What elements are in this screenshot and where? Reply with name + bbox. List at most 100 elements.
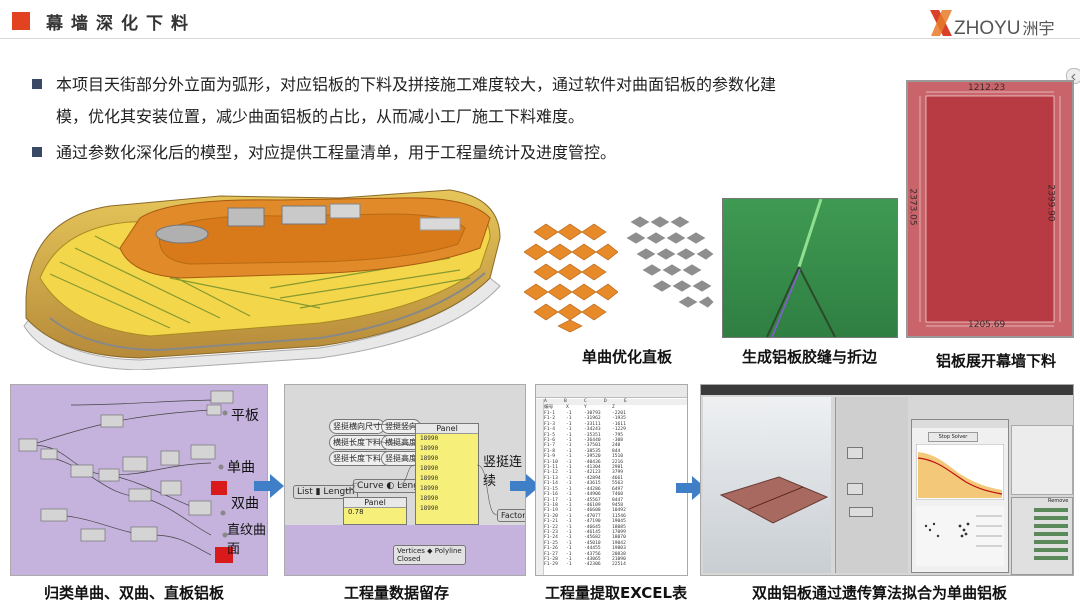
table-cell[interactable]: -1 (566, 459, 572, 465)
table-cell[interactable]: F1-8 (544, 448, 556, 454)
table-cell[interactable]: -1 (566, 427, 572, 433)
table-cell[interactable]: F1-15 (544, 486, 558, 492)
table-cell[interactable]: -1 (566, 465, 572, 471)
table-cell[interactable]: -38535 (584, 448, 601, 454)
table-cell[interactable]: 844 (612, 448, 621, 454)
table-cell[interactable]: -39520 (584, 454, 601, 460)
table-cell[interactable]: -46608 (584, 508, 601, 514)
table-cell[interactable]: -36440 (584, 438, 601, 444)
table-cell[interactable]: F1-20 (544, 513, 558, 519)
table-cell[interactable]: 240 (612, 443, 621, 449)
table-cell[interactable]: F1-22 (544, 524, 558, 530)
table-cell[interactable]: F1-27 (544, 551, 558, 557)
table-cell[interactable]: -46145 (584, 529, 601, 535)
table-cell[interactable]: -44455 (584, 546, 601, 552)
table-cell[interactable]: 19045 (612, 519, 626, 525)
gh2-factor-node[interactable]: Factor (497, 509, 525, 522)
table-cell[interactable]: F1-11 (544, 465, 558, 471)
table-cell[interactable]: -795 (612, 432, 624, 438)
table-cell[interactable]: -40436 (584, 459, 601, 465)
table-cell[interactable]: -1 (566, 540, 572, 546)
table-cell[interactable]: -45682 (584, 535, 601, 541)
table-cell[interactable]: -43615 (584, 481, 601, 487)
table-cell[interactable]: 6497 (612, 486, 624, 492)
table-cell[interactable]: -1229 (612, 427, 626, 433)
table-cell[interactable]: F1-9 (544, 454, 556, 460)
table-cell[interactable]: -1 (566, 556, 572, 562)
table-cell[interactable]: -2201 (612, 411, 626, 416)
table-cell[interactable]: F1-6 (544, 438, 556, 444)
table-cell[interactable]: -1 (566, 502, 572, 508)
table-cell[interactable]: F1-21 (544, 519, 558, 525)
table-cell[interactable]: -45567 (584, 497, 601, 503)
gh2-tag[interactable]: 竖挺高度 (381, 451, 421, 466)
table-cell[interactable]: -1 (566, 411, 572, 416)
table-cell[interactable]: 1510 (612, 454, 624, 460)
table-cell[interactable]: -47190 (584, 519, 601, 525)
table-cell[interactable]: -1 (566, 513, 572, 519)
table-cell[interactable]: -42306 (584, 562, 601, 568)
table-cell[interactable]: 2981 (612, 465, 624, 471)
table-cell[interactable]: -34243 (584, 427, 601, 433)
table-cell[interactable]: -33111 (584, 421, 601, 427)
gh2-panel[interactable]: Panel 18990 18990 18990 18990 18990 1899… (415, 423, 479, 525)
table-cell[interactable]: -1 (566, 546, 572, 552)
table-cell[interactable]: -35351 (584, 432, 601, 438)
table-cell[interactable]: -1935 (612, 416, 626, 422)
table-cell[interactable]: F1-2 (544, 416, 556, 422)
table-cell[interactable]: -1 (566, 475, 572, 481)
table-cell[interactable]: F1-29 (544, 562, 558, 568)
gh2-tag[interactable]: 竖挺长度下料值 (329, 451, 393, 466)
table-cell[interactable]: -1 (566, 529, 572, 535)
table-cell[interactable]: -1 (566, 416, 572, 422)
table-cell[interactable]: -30793 (584, 411, 601, 416)
table-cell[interactable]: -46109 (584, 502, 601, 508)
table-cell[interactable]: F1-7 (544, 443, 556, 449)
table-cell[interactable]: -44906 (584, 492, 601, 498)
table-cell[interactable]: 7460 (612, 492, 624, 498)
table-cell[interactable]: -1 (566, 470, 572, 476)
table-cell[interactable]: F1-12 (544, 470, 558, 476)
table-cell[interactable]: -1 (566, 421, 572, 427)
gh2-curve-node[interactable]: Curve ◐ Length (353, 479, 433, 493)
table-cell[interactable]: -1 (566, 524, 572, 530)
table-cell[interactable]: F1-14 (544, 481, 558, 487)
table-cell[interactable]: 17099 (612, 529, 626, 535)
table-cell[interactable]: F1-1 (544, 411, 556, 416)
table-cell[interactable]: -1 (566, 454, 572, 460)
table-cell[interactable]: 19803 (612, 546, 626, 552)
stop-solver-button[interactable]: Stop Solver (928, 432, 978, 442)
table-cell[interactable]: 10492 (612, 508, 626, 514)
table-cell[interactable]: -1611 (612, 421, 626, 427)
table-cell[interactable]: -31962 (584, 416, 601, 422)
table-cell[interactable]: -46645 (584, 524, 601, 530)
table-cell[interactable]: F1-23 (544, 529, 558, 535)
table-cell[interactable]: 20838 (612, 551, 626, 557)
table-cell[interactable]: 9458 (612, 502, 624, 508)
table-cell[interactable]: F1-24 (544, 535, 558, 541)
table-cell[interactable]: -1 (566, 481, 572, 487)
table-cell[interactable]: 22514 (612, 562, 626, 568)
table-cell[interactable]: -42123 (584, 470, 601, 476)
table-cell[interactable]: -1 (566, 562, 572, 568)
table-cell[interactable]: F1-3 (544, 421, 556, 427)
table-cell[interactable]: 2216 (612, 459, 624, 465)
table-cell[interactable]: -1 (566, 508, 572, 514)
table-cell[interactable]: -41304 (584, 465, 601, 471)
table-cell[interactable]: -1 (566, 432, 572, 438)
table-cell[interactable]: -1 (566, 519, 572, 525)
table-cell[interactable]: 18070 (612, 535, 626, 541)
table-cell[interactable]: -37501 (584, 443, 601, 449)
table-cell[interactable]: 11546 (612, 513, 626, 519)
table-cell[interactable]: -44286 (584, 486, 601, 492)
table-cell[interactable]: -43065 (584, 556, 601, 562)
table-cell[interactable]: F1-5 (544, 432, 556, 438)
table-cell[interactable]: F1-13 (544, 475, 558, 481)
table-cell[interactable]: 5563 (612, 481, 624, 487)
table-cell[interactable]: -1 (566, 486, 572, 492)
table-cell[interactable]: F1-4 (544, 427, 556, 433)
table-cell[interactable]: 4661 (612, 475, 624, 481)
table-cell[interactable]: 18085 (612, 524, 626, 530)
table-cell[interactable]: F1-10 (544, 459, 558, 465)
table-cell[interactable]: F1-26 (544, 546, 558, 552)
